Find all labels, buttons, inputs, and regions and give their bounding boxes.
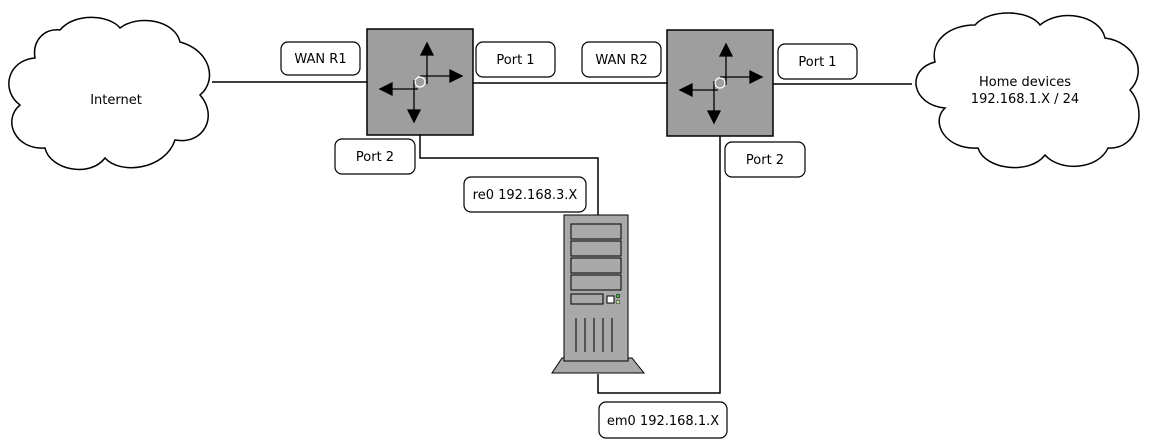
router-r2 [666, 29, 774, 137]
home-devices-cloud: Home devices 192.168.1.X / 24 [915, 12, 1140, 169]
internet-label: Internet [90, 93, 142, 108]
svg-text:Port 2: Port 2 [356, 150, 394, 165]
svg-text:Port 1: Port 1 [496, 53, 534, 68]
svg-text:WAN R2: WAN R2 [595, 53, 647, 68]
label-wan-r1: WAN R1 [280, 41, 361, 76]
router-arrows-icon [378, 41, 464, 124]
home-devices-label: Home devices [979, 75, 1071, 90]
server-tower [551, 214, 646, 374]
connections [212, 81, 912, 394]
label-r2-port1: Port 1 [777, 43, 858, 80]
svg-text:em0 192.168.1.X: em0 192.168.1.X [607, 414, 719, 429]
svg-text:WAN R1: WAN R1 [294, 52, 346, 67]
home-subnet-label: 192.168.1.X / 24 [971, 92, 1079, 107]
label-re0: re0 192.168.3.X [463, 176, 587, 213]
power-led-icon [615, 293, 621, 299]
svg-text:Port 2: Port 2 [746, 153, 784, 168]
internet-cloud: Internet [8, 16, 211, 171]
label-r1-port1: Port 1 [475, 41, 556, 78]
label-r2-port2: Port 2 [724, 141, 806, 178]
label-wan-r2: WAN R2 [581, 41, 662, 78]
label-em0: em0 192.168.1.X [598, 401, 728, 439]
router-r1 [366, 28, 474, 136]
link-r1-server-re0 [419, 135, 599, 216]
svg-text:Port 1: Port 1 [798, 55, 836, 70]
svg-text:re0 192.168.3.X: re0 192.168.3.X [473, 188, 578, 203]
label-r1-port2: Port 2 [334, 138, 416, 175]
activity-led-icon [615, 299, 621, 305]
link-r2-server-em0 [597, 136, 721, 394]
router-arrows-icon [678, 42, 764, 125]
